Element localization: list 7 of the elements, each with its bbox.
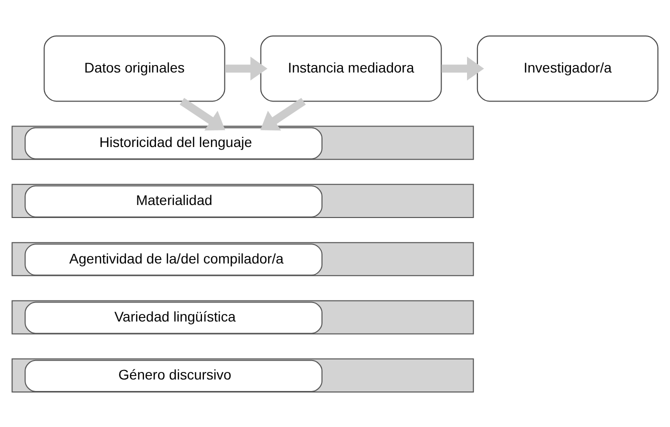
arrow	[442, 56, 484, 80]
arrow	[224, 56, 268, 80]
arrow	[260, 97, 306, 130]
arrow	[180, 97, 226, 130]
node-box: Investigador/a	[476, 35, 658, 102]
node-box: Instancia mediadora	[260, 35, 442, 102]
node-box: Datos originales	[44, 35, 226, 102]
